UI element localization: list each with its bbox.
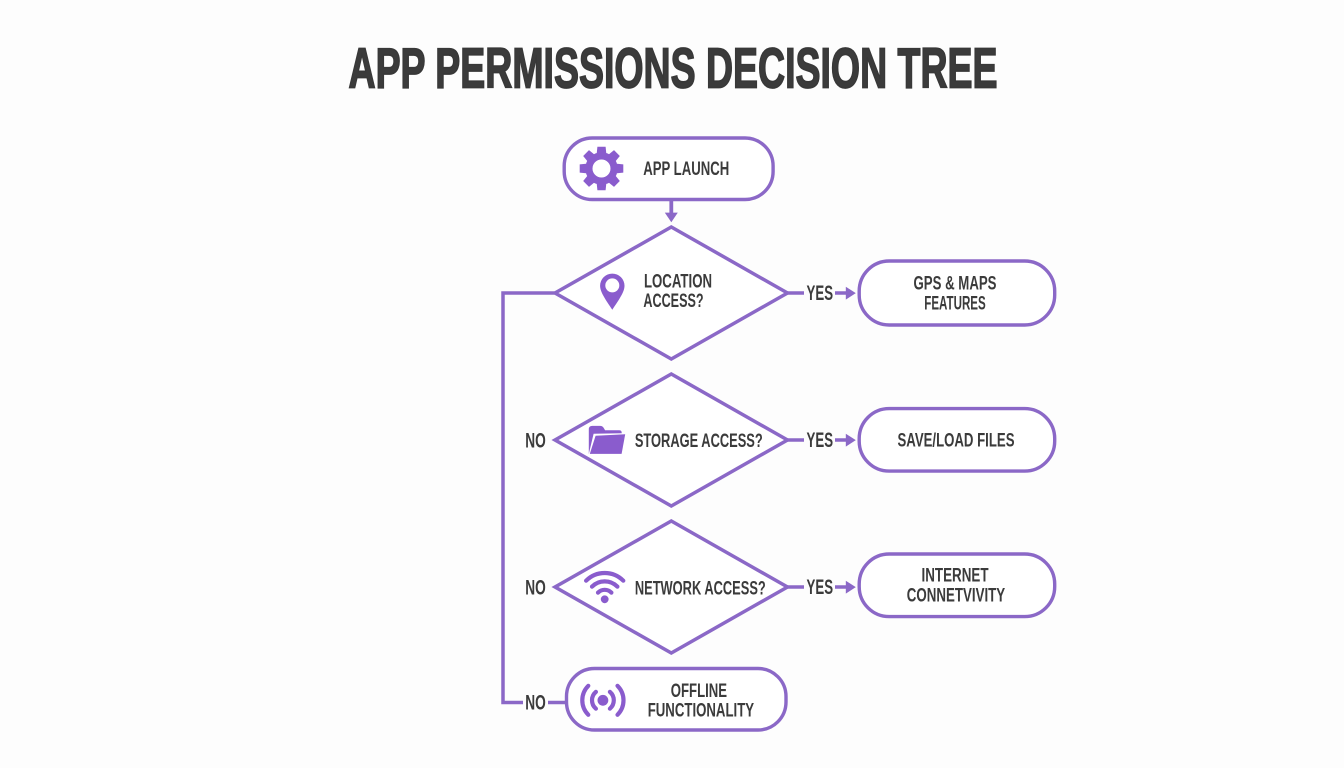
svg-text:OFFLINE: OFFLINE <box>671 680 727 702</box>
svg-text:NO: NO <box>525 430 546 453</box>
svg-text:APP PERMISSIONS DECISION TREE: APP PERMISSIONS DECISION TREE <box>349 36 998 100</box>
svg-text:ACCESS?: ACCESS? <box>643 290 703 312</box>
svg-text:NO: NO <box>525 577 546 600</box>
svg-text:NO: NO <box>525 692 546 715</box>
svg-text:STORAGE ACCESS?: STORAGE ACCESS? <box>635 430 763 452</box>
svg-text:CONNETVIVITY: CONNETVIVITY <box>907 585 1005 607</box>
svg-text:INTERNET: INTERNET <box>922 565 989 587</box>
svg-text:FEATURES: FEATURES <box>924 292 986 314</box>
svg-text:YES: YES <box>807 429 834 452</box>
svg-text:SAVE/LOAD FILES: SAVE/LOAD FILES <box>898 430 1015 452</box>
svg-text:NETWORK ACCESS?: NETWORK ACCESS? <box>635 577 766 599</box>
svg-text:YES: YES <box>807 282 834 305</box>
svg-text:YES: YES <box>807 576 834 599</box>
svg-text:APP LAUNCH: APP LAUNCH <box>643 158 729 180</box>
svg-text:FUNCTIONALITY: FUNCTIONALITY <box>648 700 754 722</box>
svg-text:LOCATION: LOCATION <box>644 270 712 292</box>
svg-text:GPS & MAPS: GPS & MAPS <box>914 272 997 294</box>
